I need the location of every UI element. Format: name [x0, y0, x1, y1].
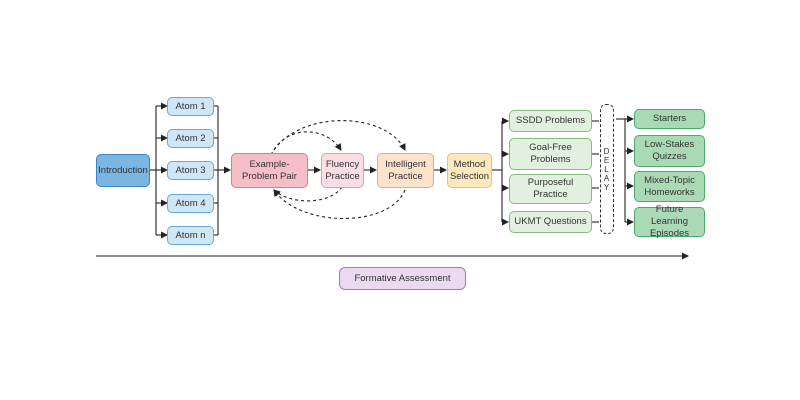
- loop-pair-to-fluency-top: [270, 131, 342, 156]
- node-low-stakes-quizzes: Low-Stakes Quizzes: [634, 135, 705, 167]
- node-method-selection: Method Selection: [447, 153, 492, 188]
- node-atom-2: Atom 2: [167, 129, 214, 148]
- node-introduction: Introduction: [96, 154, 150, 187]
- node-ssdd-problems: SSDD Problems: [509, 110, 592, 132]
- node-goal-free-problems: Goal-Free Problems: [509, 138, 592, 170]
- loop-fluency-to-pair-bottom: [273, 186, 343, 202]
- node-atom-3: Atom 3: [167, 161, 214, 180]
- node-starters: Starters: [634, 109, 705, 129]
- node-ukmt-questions: UKMT Questions: [509, 211, 592, 233]
- node-intelligent-practice: Intelligent Practice: [377, 153, 434, 188]
- node-example-problem-pair: Example-Problem Pair: [231, 153, 308, 188]
- node-future-learning-episodes: Future Learning Episodes: [634, 204, 705, 239]
- node-fluency-practice: Fluency Practice: [321, 153, 364, 188]
- node-atom-n: Atom n: [167, 226, 214, 245]
- node-atom-1: Atom 1: [167, 97, 214, 116]
- node-atom-4: Atom 4: [167, 194, 214, 213]
- node-purposeful-practice: Purposeful Practice: [509, 174, 592, 204]
- loop-intelligent-to-pair-bottom: [273, 189, 406, 220]
- loop-pair-to-intelligent-top: [270, 120, 406, 156]
- node-formative-assessment: Formative Assessment: [339, 267, 466, 290]
- node-mixed-topic-homeworks: Mixed-Topic Homeworks: [634, 171, 705, 202]
